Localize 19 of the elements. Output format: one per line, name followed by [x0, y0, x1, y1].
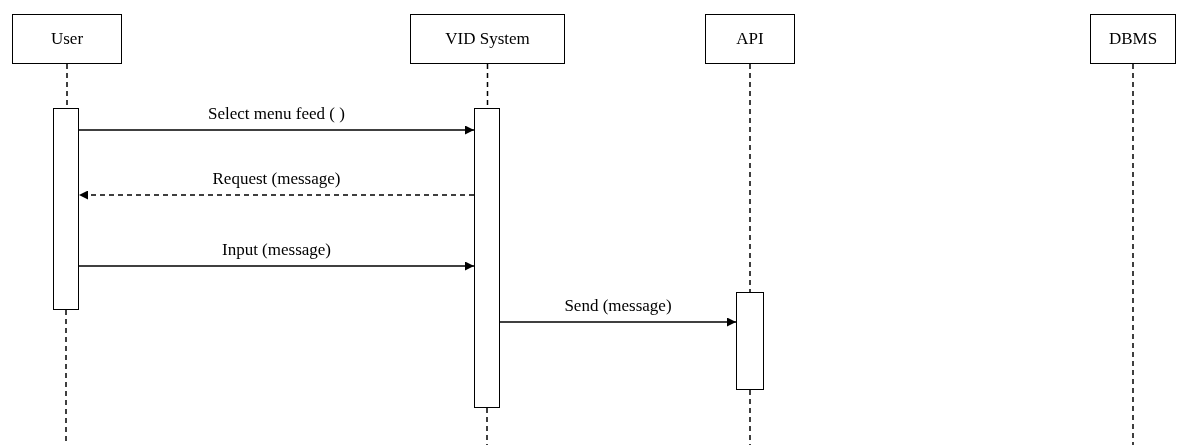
message-arrow — [499, 317, 737, 327]
lifeline — [486, 407, 488, 445]
return-message-arrow — [78, 190, 475, 200]
lifeline-head-box: API — [705, 14, 795, 64]
lifeline — [749, 389, 751, 445]
message-arrow — [78, 125, 475, 135]
message-label: Input (message) — [221, 240, 332, 260]
activation-bar — [53, 108, 79, 310]
message-label: Request (message) — [212, 169, 341, 189]
message-arrow — [78, 261, 475, 271]
message-label: Send (message) — [564, 296, 672, 316]
message-label: Select menu feed ( ) — [208, 104, 345, 124]
lifeline — [749, 63, 751, 293]
lifeline-head-box: DBMS — [1090, 14, 1176, 64]
activation-bar — [474, 108, 500, 408]
activation-bar — [736, 292, 764, 390]
lifeline-head-box: VID System — [410, 14, 565, 64]
lifeline — [1132, 63, 1134, 445]
lifeline-head-box: User — [12, 14, 122, 64]
